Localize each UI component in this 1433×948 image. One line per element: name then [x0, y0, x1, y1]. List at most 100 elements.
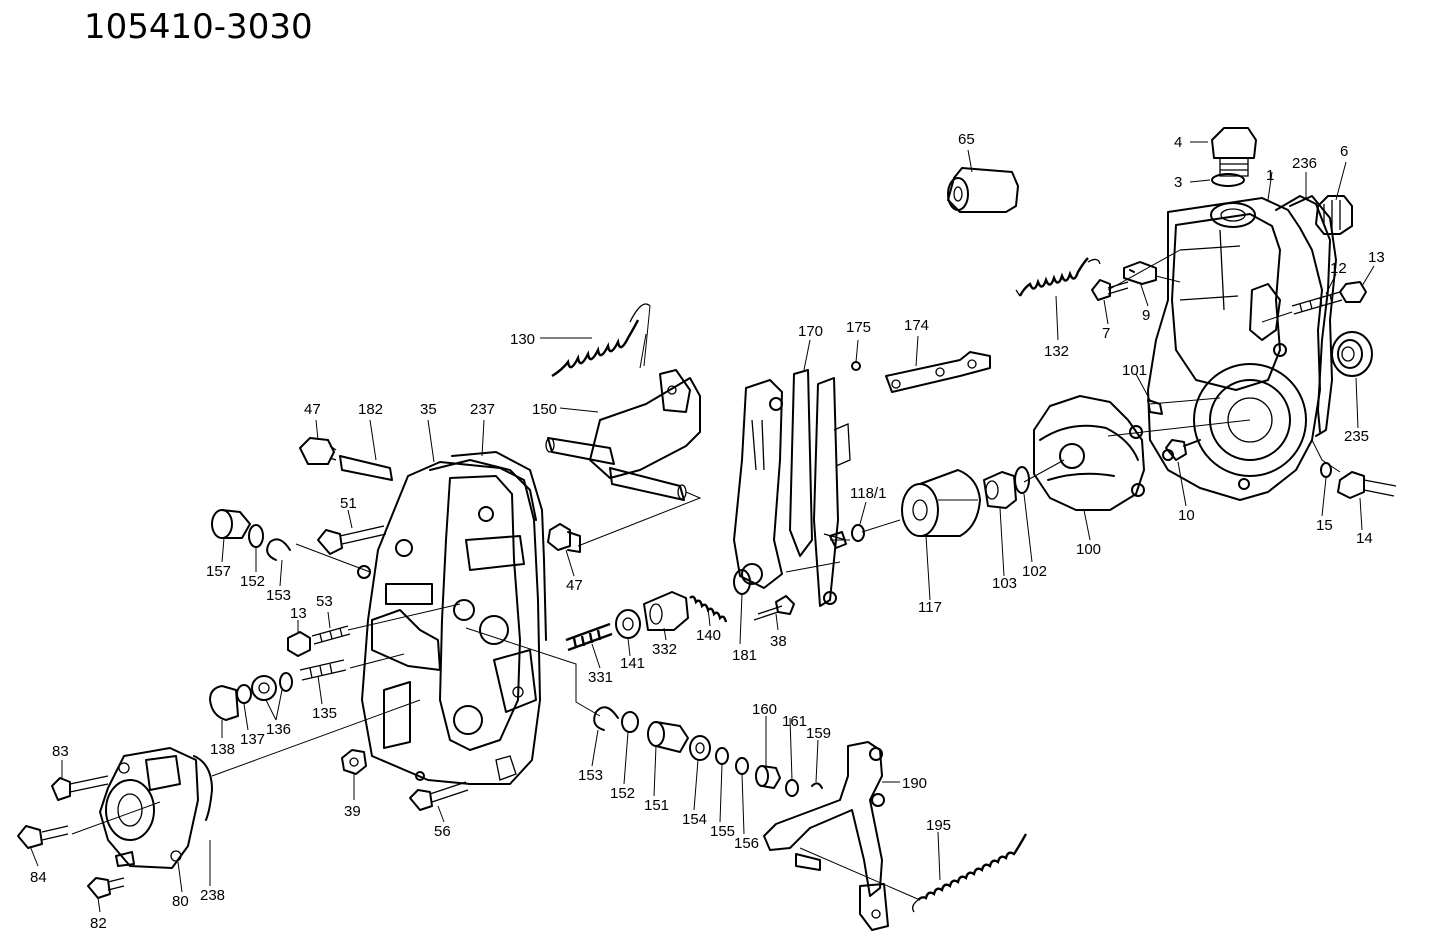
bolt-47-right [547, 523, 581, 553]
label-135: 135 [312, 705, 337, 722]
nut-136 [251, 675, 277, 701]
label-238: 238 [200, 887, 225, 904]
clip-159 [811, 782, 823, 789]
washer-155 [715, 747, 729, 765]
label-102: 102 [1022, 563, 1047, 580]
label-151: 151 [644, 797, 669, 814]
bush-160 [755, 765, 781, 789]
label-132: 132 [1044, 343, 1069, 360]
bolt-82 [87, 877, 125, 899]
label-235: 235 [1344, 428, 1369, 445]
label-1: 1 [1266, 167, 1274, 184]
label-236: 236 [1292, 155, 1317, 172]
label-152-left: 152 [240, 573, 265, 590]
gasket-238 [193, 755, 213, 821]
cap-nut-138 [209, 685, 239, 721]
o-ring-152-left [248, 524, 264, 548]
spring-195 [917, 833, 1028, 901]
bracket-9 [1123, 261, 1157, 285]
washer-161 [785, 779, 799, 797]
label-leaders [29, 141, 1375, 913]
label-100: 100 [1076, 541, 1101, 558]
label-157: 157 [206, 563, 231, 580]
screw-331 [565, 622, 613, 652]
nut-13-left [287, 631, 311, 657]
label-190: 190 [902, 775, 927, 792]
o-ring-152-lower [621, 711, 639, 733]
label-152-lower: 152 [610, 785, 635, 802]
screw-135 [299, 659, 347, 681]
label-150: 150 [532, 401, 557, 418]
bolt-10 [1165, 439, 1201, 461]
label-14: 14 [1356, 530, 1373, 547]
sleeve-117 [901, 469, 981, 537]
label-155: 155 [710, 823, 735, 840]
washer-156 [735, 757, 749, 775]
label-65: 65 [958, 131, 975, 148]
label-13-left: 13 [290, 605, 307, 622]
nut-65 [947, 167, 1019, 213]
bolt-7 [1091, 279, 1129, 301]
pin-182 [339, 455, 393, 481]
label-175: 175 [846, 319, 871, 336]
nut-332 [643, 591, 689, 631]
bolt-14 [1320, 462, 1397, 499]
cover-80 [99, 747, 199, 869]
label-117: 117 [918, 599, 942, 616]
governor-cover-35 [357, 459, 541, 785]
label-181: 181 [732, 647, 757, 664]
label-138: 138 [210, 741, 235, 758]
plug-6 [1315, 195, 1353, 235]
label-47-right: 47 [566, 577, 583, 594]
stud-12 [1291, 291, 1343, 315]
sleeve-103 [983, 471, 1017, 509]
label-56: 56 [434, 823, 451, 840]
label-4: 4 [1174, 134, 1182, 151]
label-161: 161 [782, 713, 807, 730]
label-6: 6 [1340, 143, 1348, 160]
label-182: 182 [358, 401, 383, 418]
bolt-84 [17, 825, 69, 849]
label-160: 160 [752, 701, 777, 718]
label-51: 51 [340, 495, 357, 512]
label-35: 35 [420, 401, 437, 418]
label-331: 331 [588, 669, 613, 686]
label-136: 136 [266, 721, 291, 738]
part-labels: 4 3 236 6 65 1 132 7 9 12 13 101 235 10 … [30, 131, 1385, 932]
washer-118-1 [851, 524, 865, 542]
sleeve-151 [647, 721, 689, 753]
bolt-38 [753, 595, 795, 621]
link-174 [885, 351, 991, 393]
bolt-56 [409, 781, 469, 811]
label-103: 103 [992, 575, 1017, 592]
label-39: 39 [344, 803, 361, 820]
flyweight-assembly-100 [1033, 395, 1145, 511]
label-174: 174 [904, 317, 929, 334]
label-137: 137 [240, 731, 265, 748]
label-154: 154 [682, 811, 707, 828]
nut-13 [1339, 281, 1367, 303]
label-195: 195 [926, 817, 951, 834]
washer-137 [236, 684, 252, 704]
label-3: 3 [1174, 174, 1182, 191]
nut-175 [851, 361, 861, 371]
bolt-51 [317, 525, 387, 555]
clip-153-lower [593, 706, 619, 731]
label-80: 80 [172, 893, 189, 910]
label-9: 9 [1142, 307, 1150, 324]
governor-housing [1147, 195, 1331, 501]
label-53: 53 [316, 593, 333, 610]
nut-39 [341, 749, 367, 775]
ring-154 [689, 735, 711, 761]
label-82: 82 [90, 915, 107, 932]
bolt-47-top [299, 437, 337, 465]
bolt-83 [51, 775, 109, 801]
label-13-right: 13 [1368, 249, 1385, 266]
lever-150 [545, 369, 701, 501]
plug-157 [211, 509, 251, 539]
assembly-lines [71, 249, 1341, 901]
label-101: 101 [1122, 362, 1147, 379]
gasket-236 [1289, 195, 1337, 437]
lever-190 [763, 741, 889, 931]
